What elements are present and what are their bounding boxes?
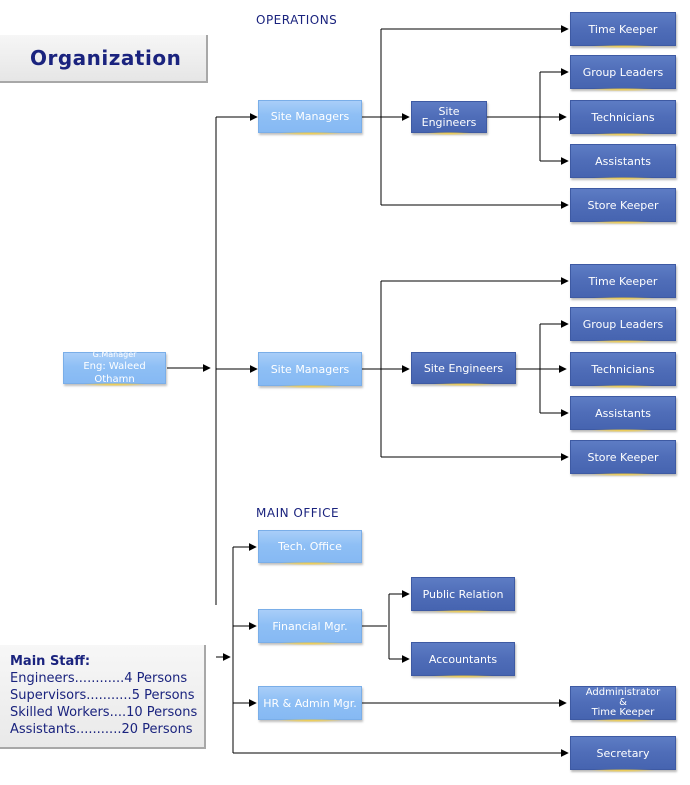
administrator-time-keeper-box[interactable]: Addministrator & Time Keeper xyxy=(570,686,676,722)
ampersand-label: & xyxy=(619,697,627,708)
general-manager-box[interactable]: G.Manager Eng: Waleed Othamn xyxy=(63,350,166,386)
site-manager-box-1[interactable]: Site Managers xyxy=(258,100,362,135)
assistants-box-2[interactable]: Assistants xyxy=(570,396,676,432)
administrator-label: Addministrator xyxy=(585,687,661,698)
staff-line-assistants: Assistants...........20 Persons xyxy=(10,722,193,737)
main-office-heading: MAIN OFFICE xyxy=(256,506,340,520)
technicians-box-1[interactable]: Technicians xyxy=(570,100,676,136)
group-leaders-box-1[interactable]: Group Leaders xyxy=(570,55,676,91)
hr-admin-mgr-box[interactable]: HR & Admin Mgr. xyxy=(258,686,362,722)
gm-role: G.Manager xyxy=(92,350,137,359)
operations-heading: OPERATIONS xyxy=(256,13,338,27)
tech-office-box[interactable]: Tech. Office xyxy=(258,530,362,565)
page-title: Organization xyxy=(0,35,208,83)
secretary-box[interactable]: Secretary xyxy=(570,736,676,772)
time-keeper-label: Time Keeper xyxy=(591,707,655,718)
site-manager-box-2[interactable]: Site Managers xyxy=(258,352,362,388)
public-relation-box[interactable]: Public Relation xyxy=(411,577,515,613)
gm-name: Eng: Waleed Othamn xyxy=(83,361,146,385)
staff-line-supervisors: Supervisors...........5 Persons xyxy=(10,688,195,703)
financial-mgr-box[interactable]: Financial Mgr. xyxy=(258,609,362,645)
assistants-box-1[interactable]: Assistants xyxy=(570,144,676,180)
technicians-box-2[interactable]: Technicians xyxy=(570,352,676,388)
site-engineers-box-1[interactable]: Site Engineers xyxy=(411,101,487,135)
accountants-box[interactable]: Accountants xyxy=(411,642,515,678)
staff-line-skilled-workers: Skilled Workers....10 Persons xyxy=(10,705,198,720)
store-keeper-box-1[interactable]: Store Keeper xyxy=(570,188,676,224)
time-keeper-box-2[interactable]: Time Keeper xyxy=(570,264,676,300)
staff-line-engineers: Engineers............4 Persons xyxy=(10,671,188,686)
group-leaders-box-2[interactable]: Group Leaders xyxy=(570,307,676,343)
main-staff-title: Main Staff: xyxy=(10,654,91,669)
site-engineers-box-2[interactable]: Site Engineers xyxy=(411,352,516,386)
store-keeper-box-2[interactable]: Store Keeper xyxy=(570,440,676,476)
time-keeper-box-1[interactable]: Time Keeper xyxy=(570,12,676,48)
main-staff-panel: Main Staff: Engineers............4 Perso… xyxy=(0,645,206,749)
